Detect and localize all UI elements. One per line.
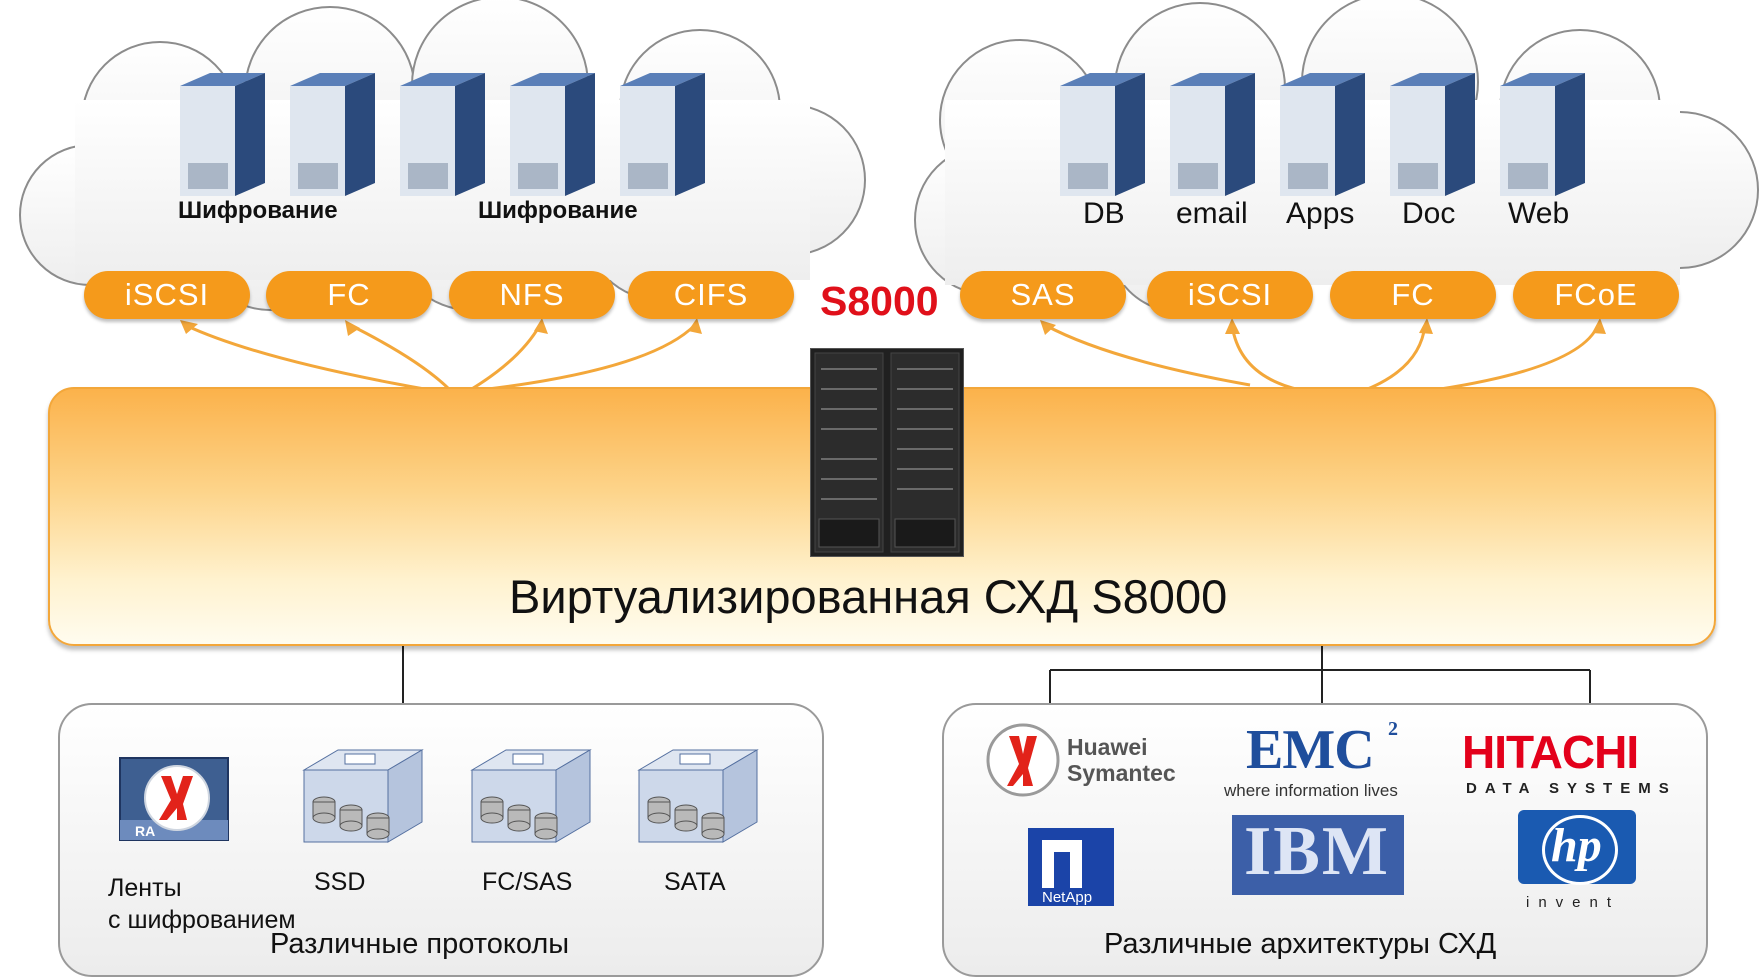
protocol-fc-right: FC — [1330, 271, 1496, 319]
encryption-label-1: Шифрование — [178, 197, 338, 224]
hp-logo-text: hp — [1551, 819, 1602, 872]
sata-label: SATA — [664, 868, 726, 896]
ssd-enclosure-icon — [302, 749, 424, 843]
server-icon — [400, 73, 485, 196]
left-arrowheads — [180, 318, 702, 336]
emc-logo-text: EMC — [1246, 719, 1375, 781]
ibm-logo-text: IBM — [1244, 813, 1390, 890]
right-protocol-arrows — [1044, 323, 1600, 394]
server-icon — [1500, 73, 1585, 196]
core-title: Виртуализированная СХД S8000 — [509, 570, 1228, 623]
ssd-label: SSD — [314, 868, 366, 896]
huawei-symantec-logo-icon — [986, 723, 1060, 797]
left-protocol-arrows — [184, 323, 697, 392]
hitachi-logo-subtext: DATA SYSTEMS — [1466, 780, 1677, 797]
rack-detail — [814, 352, 960, 553]
right-server-group — [1060, 73, 1585, 196]
protocol-fcoe: FCoE — [1513, 271, 1679, 319]
server-icon — [1390, 73, 1475, 196]
hp-invent-text: invent — [1526, 894, 1621, 911]
hp-logo-circle — [1542, 815, 1618, 885]
server-icon — [290, 73, 375, 196]
server-icon — [1280, 73, 1365, 196]
huawei-symantec-logo-text: Huawei Symantec — [1067, 734, 1176, 786]
left-server-group — [180, 73, 705, 196]
server-icon — [180, 73, 265, 196]
service-label-db: DB — [1083, 197, 1125, 230]
hitachi-logo-text: HITACHI — [1462, 726, 1639, 778]
netapp-logo-icon: NetApp — [1028, 828, 1114, 906]
device-name-label: S8000 — [820, 278, 939, 324]
tape-badge-text: RA — [135, 823, 155, 839]
server-icon — [1060, 73, 1145, 196]
ibm-logo-stripes — [1232, 815, 1404, 895]
architectures-caption: Различные архитектуры СХД — [1104, 928, 1497, 960]
protocol-iscsi-left: iSCSI — [84, 271, 250, 319]
server-icon — [1170, 73, 1255, 196]
service-label-apps: Apps — [1286, 197, 1355, 230]
emc-logo-superscript: 2 — [1388, 718, 1398, 740]
service-label-web: Web — [1508, 197, 1570, 230]
s8000-rack-image — [810, 348, 964, 557]
service-label-email: email — [1176, 197, 1248, 230]
server-icon — [620, 73, 705, 196]
tape-label: Ленты с шифрованием — [108, 874, 296, 934]
netapp-logo-text: NetApp — [1042, 889, 1092, 906]
protocol-cifs: CIFS — [628, 271, 794, 319]
right-arrowheads — [1040, 318, 1606, 335]
protocols-caption: Различные протоколы — [270, 928, 570, 960]
service-label-doc: Doc — [1402, 197, 1456, 230]
server-icon — [510, 73, 595, 196]
fc-sas-label: FC/SAS — [482, 868, 573, 896]
fc-sas-enclosure-icon — [470, 749, 592, 843]
protocol-fc-left: FC — [266, 271, 432, 319]
encryption-label-2: Шифрование — [478, 197, 638, 224]
emc-tagline: where information lives — [1224, 781, 1398, 800]
protocol-nfs: NFS — [449, 271, 615, 319]
protocol-sas: SAS — [960, 271, 1126, 319]
sata-enclosure-icon — [637, 749, 759, 843]
encrypted-tape-icon: RA — [119, 757, 229, 841]
protocol-iscsi-right: iSCSI — [1147, 271, 1313, 319]
